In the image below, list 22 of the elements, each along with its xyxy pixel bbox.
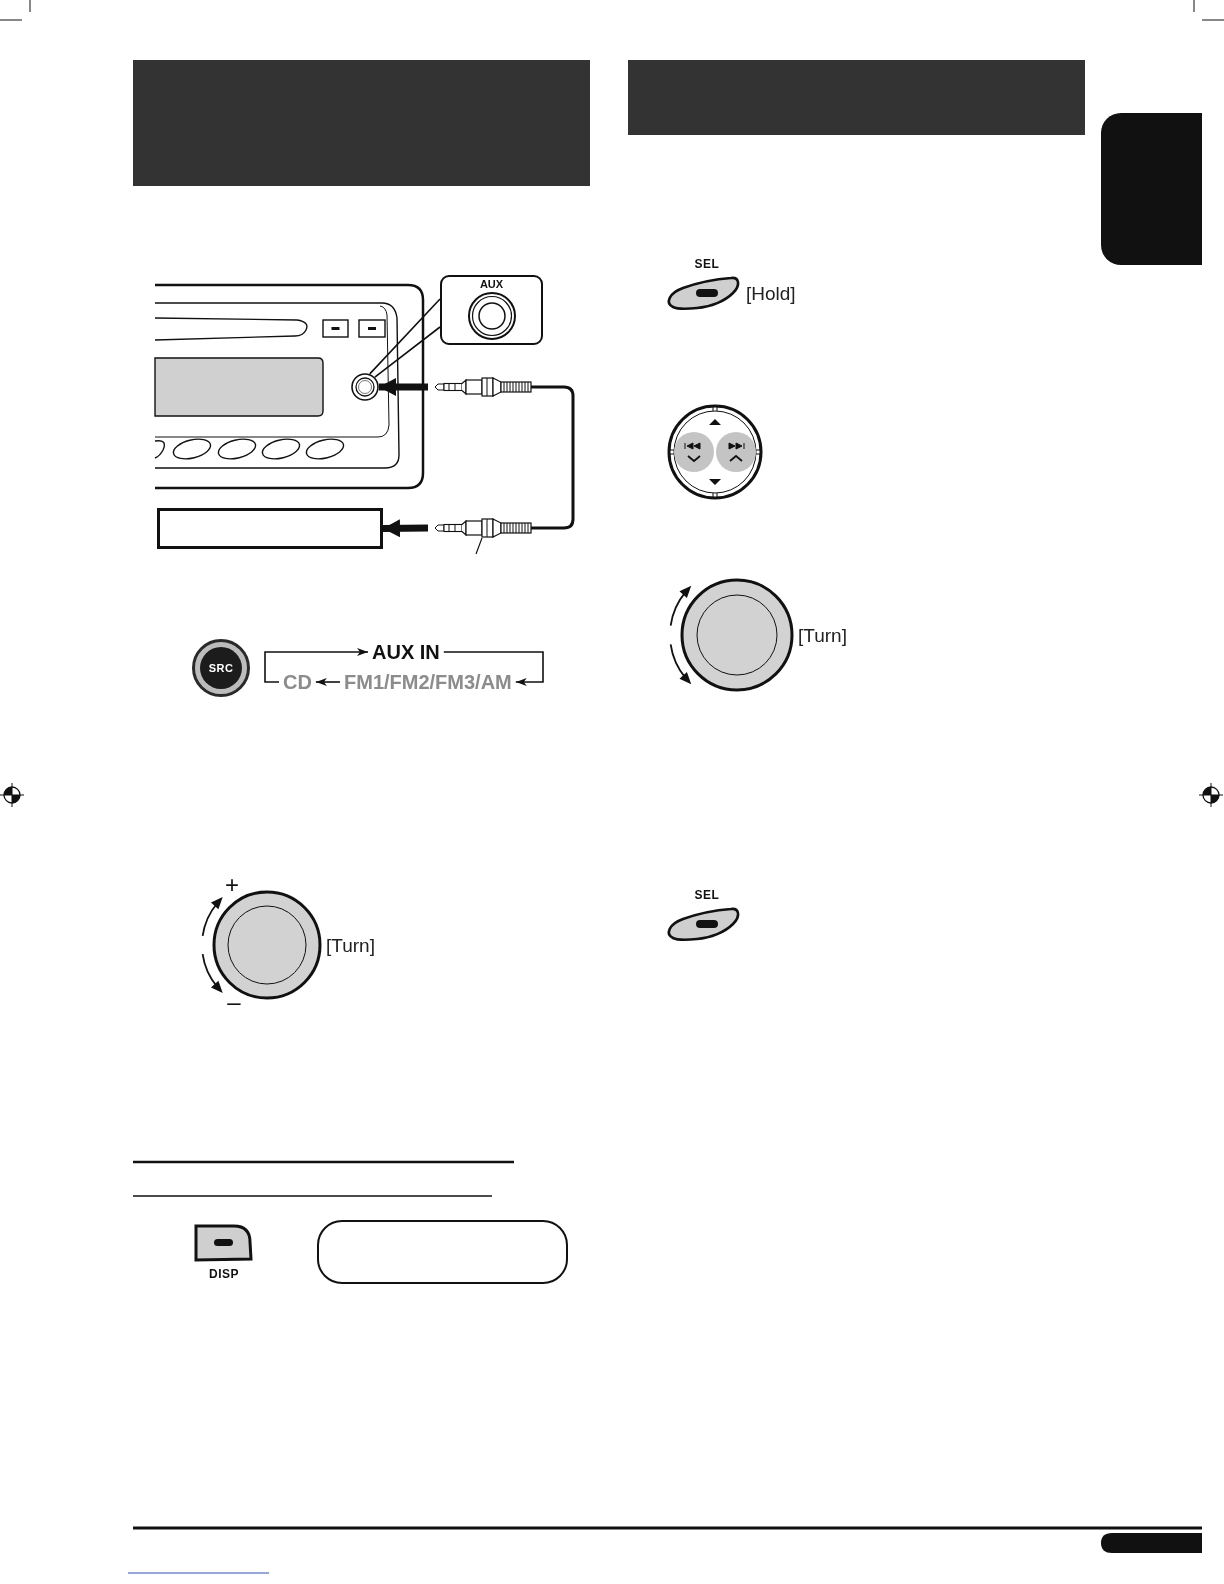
source-label: CD	[279, 671, 316, 693]
arrow	[264, 648, 369, 683]
button-label: DISP	[209, 1268, 239, 1280]
side-tab	[1101, 113, 1202, 265]
action-label: [Hold]	[746, 283, 796, 303]
button-label: SEL	[694, 889, 720, 901]
action-label: [Turn]	[798, 625, 847, 645]
port-label: AUX	[479, 279, 504, 290]
minus-sign: –	[227, 990, 241, 1014]
component-box	[157, 508, 383, 549]
button-label: SRC	[208, 662, 234, 674]
arrow	[443, 651, 544, 686]
zoom-inset	[440, 275, 543, 345]
audio-jack	[351, 373, 379, 401]
callout-line	[369, 298, 441, 378]
button-label: SEL	[694, 258, 720, 270]
arrow	[315, 678, 341, 686]
source-label: AUX IN	[368, 641, 444, 663]
arrow	[382, 519, 429, 538]
plus-sign: +	[225, 873, 239, 897]
source-label: FM1/FM2/FM3/AM	[340, 671, 516, 693]
action-label: [Turn]	[326, 935, 375, 955]
